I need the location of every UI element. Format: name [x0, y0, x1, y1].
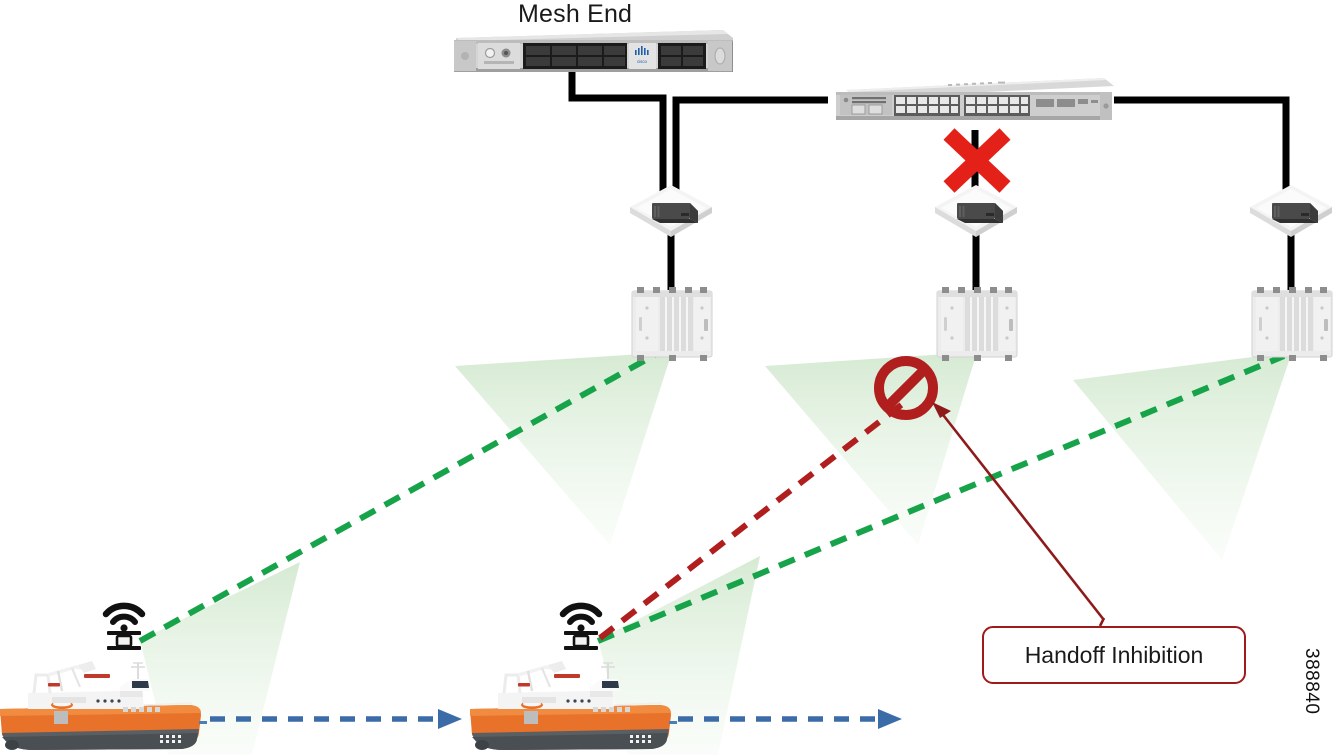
- blocked-uplink-x-icon: [943, 128, 1011, 193]
- cable-switch-to-bus: [672, 96, 828, 196]
- handoff-inhibition-callout[interactable]: Handoff Inhibition: [982, 626, 1246, 684]
- cable-switch-to-poe3: [1114, 96, 1290, 196]
- handoff-inhibition-label: Handoff Inhibition: [1024, 641, 1204, 668]
- callout-leader-arrow: [932, 402, 1106, 627]
- cisco-rack-server[interactable]: cisco: [450, 28, 733, 76]
- wireless-client-icon-2: [557, 598, 605, 650]
- offshore-supply-vessel-2: [462, 657, 677, 755]
- rf-link-blocked-client2-ap2: [598, 399, 907, 641]
- page-title: Mesh End: [518, 0, 633, 28]
- svg-text:cisco: cisco: [637, 59, 648, 64]
- outdoor-access-point-1[interactable]: [626, 283, 718, 365]
- poe-injector-node-1[interactable]: [626, 183, 716, 245]
- wireless-client-icon-1: [100, 598, 148, 650]
- figure-id-watermark: 388840: [1301, 648, 1322, 715]
- poe-injector-node-2[interactable]: [931, 183, 1021, 245]
- vessel-motion-arrow-1: [210, 709, 462, 729]
- vessel-motion-arrow-2: [678, 709, 902, 729]
- coverage-cone-ap3: [1073, 352, 1292, 560]
- outdoor-access-point-2[interactable]: [931, 283, 1023, 365]
- coverage-cone-ap1: [455, 352, 672, 545]
- rf-link-client2-ap3: [596, 353, 1286, 644]
- outdoor-access-point-3[interactable]: [1246, 283, 1338, 365]
- coverage-cone-ap2: [765, 352, 977, 545]
- cisco-catalyst-switch[interactable]: [828, 72, 1114, 130]
- handoff-blocked-no-entry-icon: [874, 356, 938, 420]
- cable-server-to-bus: [568, 72, 667, 196]
- poe-injector-node-3[interactable]: [1246, 183, 1336, 245]
- offshore-supply-vessel-1: [0, 657, 207, 755]
